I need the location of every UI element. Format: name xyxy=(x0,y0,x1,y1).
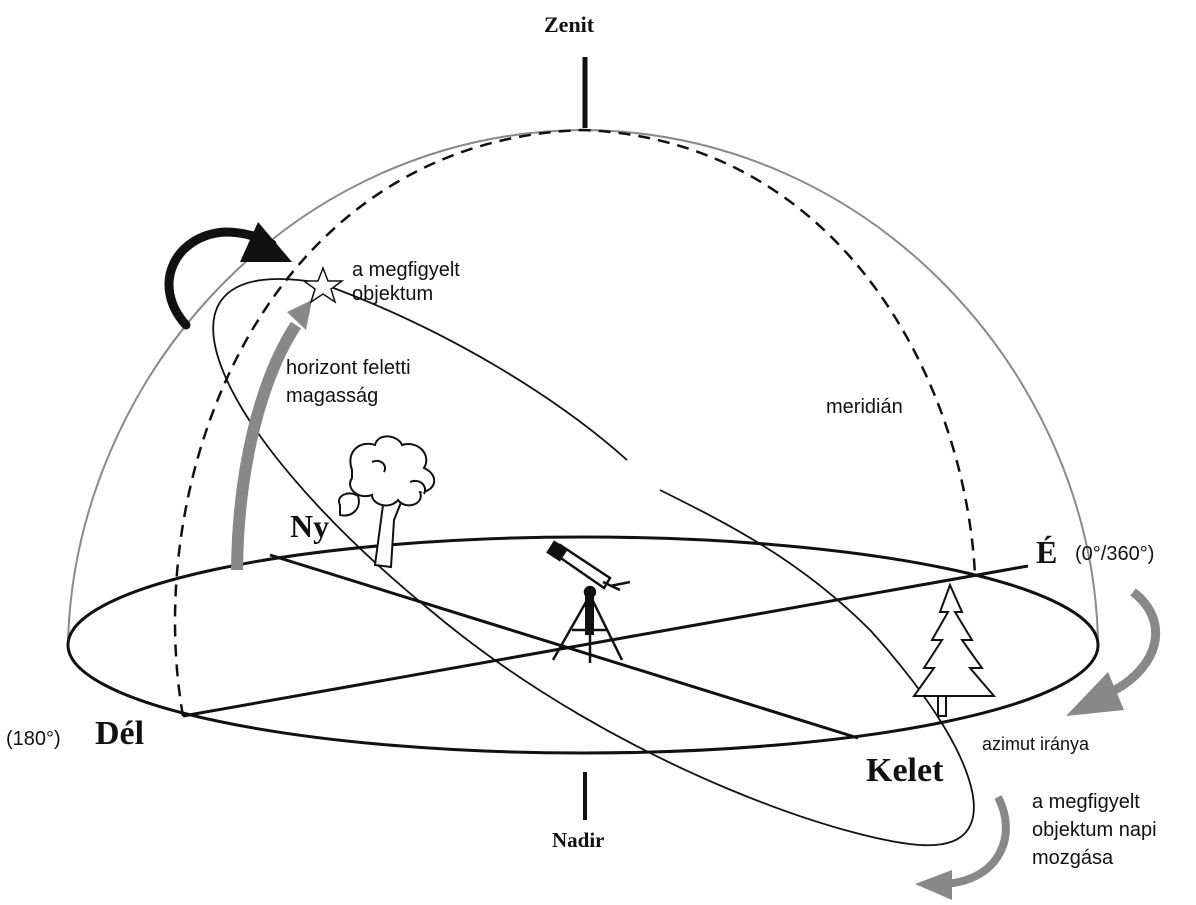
daily-motion-line1: a megfigyelt xyxy=(1032,791,1140,813)
daily-motion-line3: mozgása xyxy=(1032,847,1114,869)
west-label: Ny xyxy=(290,508,330,544)
altitude-label-line1: horizont feletti xyxy=(286,357,411,379)
south-degrees-label: (180°) xyxy=(6,728,61,750)
east-label: Kelet xyxy=(866,752,944,789)
daily-motion-arrow-head xyxy=(915,870,952,900)
meridian-label: meridián xyxy=(826,396,903,418)
west-east-line xyxy=(269,553,859,740)
daily-motion-arrow xyxy=(944,795,1010,888)
pine-tree-icon xyxy=(912,582,997,717)
tree-icon xyxy=(338,435,435,569)
zenith-label: Zenit xyxy=(544,12,595,37)
daily-motion-line2: objektum napi xyxy=(1032,819,1157,841)
north-label: É xyxy=(1036,534,1058,570)
nadir-label: Nadir xyxy=(552,828,605,852)
object-label-line2: objektum xyxy=(352,283,434,305)
altitude-arrow xyxy=(231,321,302,571)
telescope-icon xyxy=(546,540,631,663)
daily-orbit-back xyxy=(319,282,628,461)
daily-orbit-front xyxy=(212,278,975,847)
star-icon xyxy=(301,265,345,304)
meridian-line xyxy=(173,128,977,717)
black-arrow-head xyxy=(240,222,292,262)
south-label: Dél xyxy=(95,715,145,752)
altitude-arrow-head xyxy=(287,300,312,330)
south-north-line xyxy=(182,564,1029,718)
azimuth-direction-label: azimut iránya xyxy=(982,734,1090,754)
object-label-line1: a megfigyelt xyxy=(352,259,460,281)
azimuth-arrow-head xyxy=(1066,672,1124,716)
horizon-ellipse xyxy=(66,535,1100,755)
north-degrees-label: (0°/360°) xyxy=(1075,543,1155,565)
altitude-label-line2: magasság xyxy=(286,385,379,407)
azimuth-arrow xyxy=(1112,588,1161,694)
